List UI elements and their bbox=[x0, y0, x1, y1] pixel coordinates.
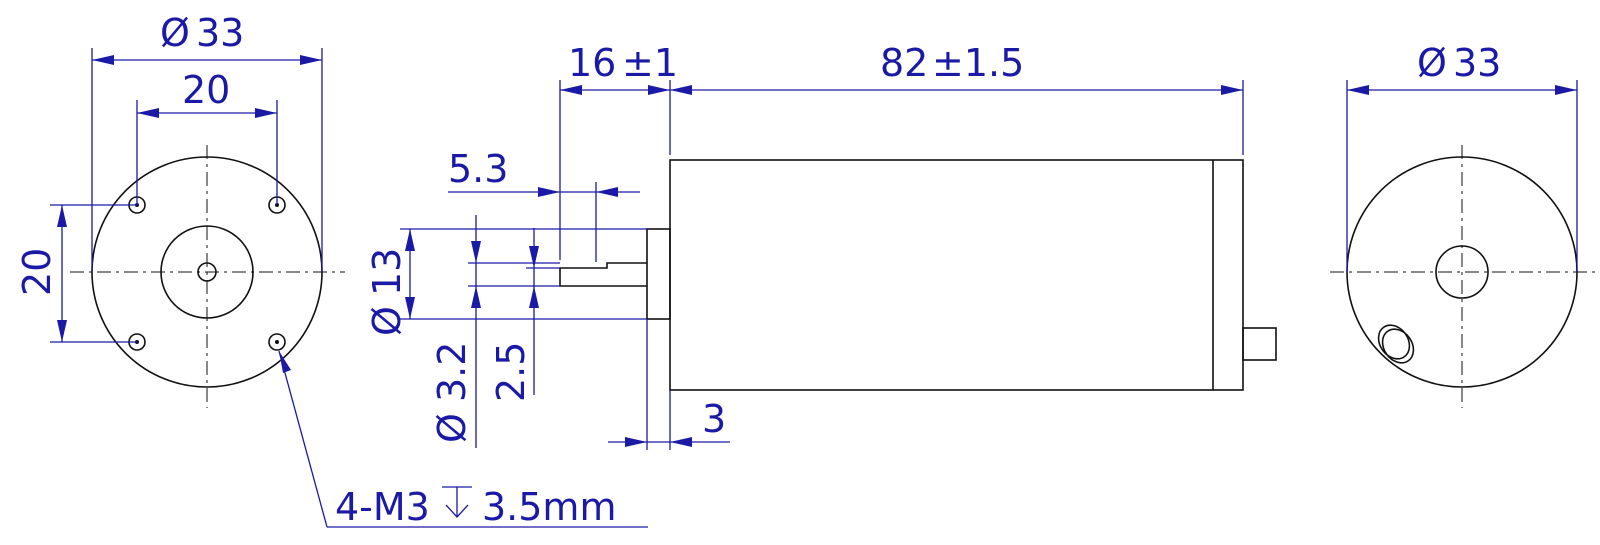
pilot-length-dimension: 3 bbox=[608, 319, 730, 450]
rear-bearing-circle bbox=[1435, 245, 1489, 299]
front-bolt-spacing-horizontal-dimension: 20 bbox=[136, 68, 278, 205]
rear-diameter-label: 33 bbox=[1453, 41, 1501, 85]
thread-depth-label: 3.5mm bbox=[482, 485, 616, 529]
front-view: Ø 33 20 20 4-M3 bbox=[15, 11, 648, 529]
shaft bbox=[559, 262, 647, 287]
front-diameter-symbol: Ø bbox=[160, 11, 190, 55]
body-length-tolerance: ±1.5 bbox=[932, 41, 1024, 85]
front-shaft-circle bbox=[197, 262, 217, 282]
shaft-diameter-label: 3.2 bbox=[430, 342, 474, 402]
body-length-dimension: 82 ±1.5 bbox=[670, 41, 1244, 155]
front-bolt-spacing-vertical-label: 20 bbox=[15, 248, 59, 296]
shaft-diameter-symbol: Ø bbox=[430, 413, 474, 443]
front-bolt-spacing-horizontal-label: 20 bbox=[182, 68, 230, 112]
front-diameter-label: 33 bbox=[196, 11, 244, 55]
flat-length-label: 5.3 bbox=[448, 147, 508, 191]
rear-diameter-symbol: Ø bbox=[1417, 41, 1447, 85]
front-pilot-circle bbox=[160, 225, 254, 319]
front-diameter-dimension: Ø 33 bbox=[91, 11, 323, 272]
pilot-diameter-label: 13 bbox=[365, 248, 409, 296]
rear-terminal-end bbox=[1377, 324, 1415, 364]
body-length-label: 82 bbox=[880, 41, 928, 85]
rear-diameter-dimension: Ø 33 bbox=[1346, 41, 1578, 272]
pilot-length-label: 3 bbox=[702, 397, 726, 441]
shaft-length-dimension: 16 ±1 bbox=[559, 41, 678, 260]
motor-body bbox=[669, 159, 1244, 391]
rear-terminal bbox=[1242, 327, 1277, 361]
flat-height-dimension: 2.5 bbox=[489, 228, 560, 402]
flat-height-label: 2.5 bbox=[489, 342, 533, 402]
shaft-length-label: 16 bbox=[568, 41, 616, 85]
rear-view: Ø 33 bbox=[1330, 41, 1600, 408]
thread-callout: 4-M3 3.5mm bbox=[278, 350, 648, 529]
front-bolt-spacing-vertical-dimension: 20 bbox=[15, 204, 137, 343]
pilot-diameter-dimension: Ø 13 bbox=[365, 228, 647, 336]
thread-callout-label: 4-M3 bbox=[335, 485, 430, 529]
front-pilot bbox=[646, 228, 671, 320]
side-view: 16 ±1 82 ±1.5 5.3 Ø 13 bbox=[365, 41, 1277, 450]
flat-length-dimension: 5.3 bbox=[448, 147, 640, 262]
bolt-hole-bottom-right bbox=[268, 333, 286, 351]
thread-depth-icon bbox=[442, 486, 472, 518]
shaft-diameter-dimension: Ø 3.2 bbox=[430, 215, 560, 448]
pilot-diameter-symbol: Ø bbox=[365, 306, 409, 336]
shaft-length-tolerance: ±1 bbox=[622, 41, 678, 85]
